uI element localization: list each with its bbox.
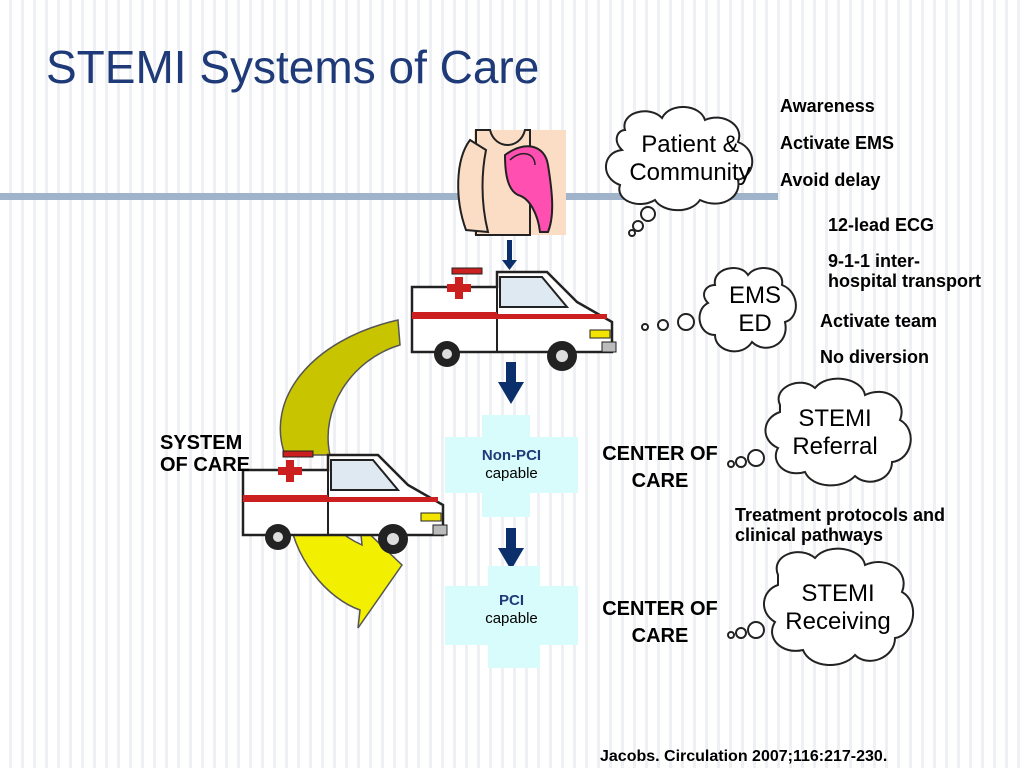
list-item: 12-lead ECG xyxy=(828,215,935,235)
treatment-line1: Treatment protocols and xyxy=(735,505,946,525)
center-line2: CARE xyxy=(631,625,689,647)
title-rule xyxy=(0,193,778,200)
receiving-bubble-line2: Receiving xyxy=(785,608,891,635)
non-pci-cross xyxy=(445,415,578,517)
referral-bubble-line2: Referral xyxy=(792,433,878,460)
center-line1: CENTER OF xyxy=(602,443,718,465)
treatment-line2: clinical pathways xyxy=(735,525,884,545)
patient-list: Awareness Activate EMS Avoid delay xyxy=(780,96,894,190)
referral-bubble: STEMI Referral xyxy=(770,405,900,461)
list-item: Activate EMS xyxy=(780,133,895,153)
non-pci-label-line1: Non-PCI xyxy=(481,447,542,464)
system-label-line1: SYSTEM xyxy=(160,432,243,454)
slide-title: STEMI Systems of Care xyxy=(46,41,540,93)
ems-bubble: EMS ED xyxy=(715,282,795,338)
treatment-text: Treatment protocols and clinical pathway… xyxy=(735,505,945,545)
center-line1: CENTER OF xyxy=(602,598,718,620)
list-item: Awareness xyxy=(780,96,875,116)
pci-cross xyxy=(445,566,578,668)
center-of-care-label: CENTER OF CARE xyxy=(585,441,735,495)
system-label-line2: OF CARE xyxy=(160,454,250,476)
ambulance-icon xyxy=(410,266,618,373)
patient-bubble-line2: Community xyxy=(629,159,751,186)
patient-bubble-line1: Patient & xyxy=(641,131,739,158)
non-pci-label-line2: capable xyxy=(485,465,538,482)
center-line2: CARE xyxy=(631,470,689,492)
list-item: Activate team xyxy=(820,311,938,331)
non-pci-label: Non-PCI capable xyxy=(445,447,578,483)
list-item: 9-1-1 inter- xyxy=(828,251,921,271)
list-item: hospital transport xyxy=(828,271,982,291)
receiving-bubble: STEMI Receiving xyxy=(770,580,906,636)
citation: Jacobs. Circulation 2007;116:217-230. xyxy=(600,748,888,765)
list-item: No diversion xyxy=(820,347,930,367)
list-item: Avoid delay xyxy=(780,170,881,190)
ems-list-top: 12-lead ECG 9-1-1 inter- hospital transp… xyxy=(828,215,981,291)
system-of-care-label: SYSTEM OF CARE xyxy=(160,432,250,476)
center-of-care-label: CENTER OF CARE xyxy=(585,596,735,650)
patient-chest-pain-icon xyxy=(457,129,566,236)
pci-label-line1: PCI xyxy=(498,592,524,609)
down-arrow-icon xyxy=(498,240,524,570)
referral-bubble-line1: STEMI xyxy=(798,405,872,432)
pci-label-line2: capable xyxy=(485,610,538,627)
ems-bubble-line1: EMS xyxy=(728,282,781,309)
ems-list-bottom: Activate team No diversion xyxy=(820,311,937,367)
ems-bubble-line2: ED xyxy=(738,310,772,337)
patient-bubble: Patient & Community xyxy=(610,131,770,187)
pci-label: PCI capable xyxy=(445,592,578,628)
thought-cloud-icon xyxy=(605,105,915,667)
receiving-bubble-line1: STEMI xyxy=(801,580,875,607)
